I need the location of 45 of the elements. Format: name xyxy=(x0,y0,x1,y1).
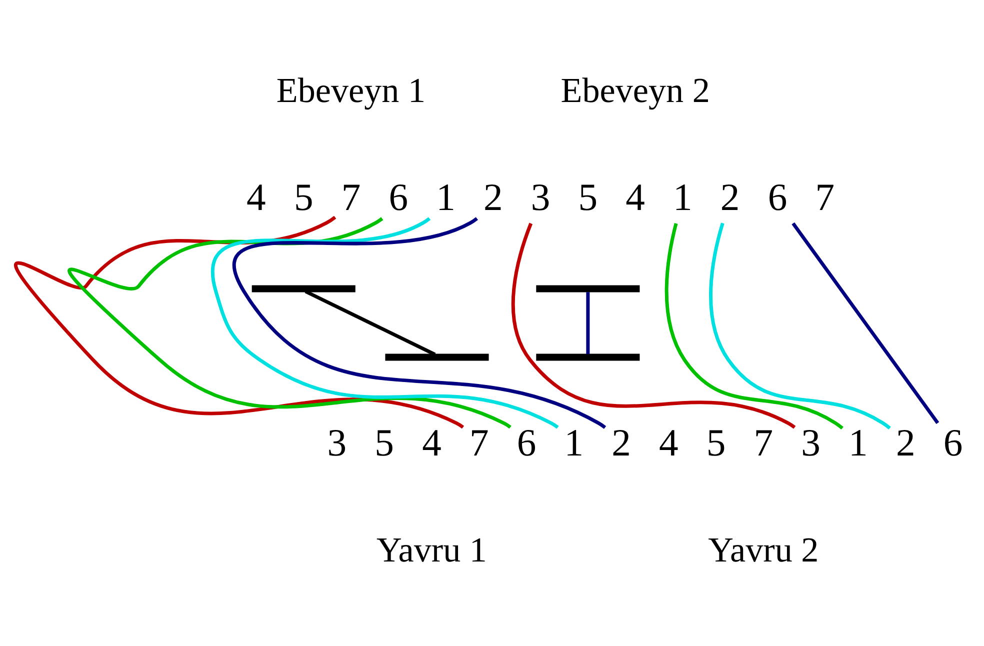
node-text: 3 xyxy=(801,422,820,465)
label: Yavru 1 xyxy=(376,530,487,570)
node-text: 5 xyxy=(294,176,314,219)
node-text: 1 xyxy=(564,422,584,465)
connector xyxy=(70,217,512,429)
node-text: 1 xyxy=(673,176,692,219)
node-text: 2 xyxy=(720,176,740,219)
connector xyxy=(233,217,606,429)
node-text: 6 xyxy=(943,422,963,465)
node-text: 6 xyxy=(516,422,536,465)
node-bar xyxy=(536,285,640,292)
node-text: 1 xyxy=(848,422,868,465)
connector xyxy=(15,216,464,429)
connector xyxy=(792,222,940,424)
label: Ebeveyn 2 xyxy=(560,70,710,110)
connector xyxy=(511,222,796,429)
connector xyxy=(586,292,590,354)
connector xyxy=(304,290,436,356)
node-text: 5 xyxy=(374,422,394,465)
node-text: 6 xyxy=(388,176,408,219)
connector xyxy=(211,217,559,429)
node-text: 7 xyxy=(754,422,774,465)
node-text: 2 xyxy=(612,422,631,465)
connector xyxy=(709,222,891,430)
node-text: 6 xyxy=(768,176,788,219)
node-text: 7 xyxy=(815,176,835,219)
node-text: 7 xyxy=(469,422,489,465)
node-text: 3 xyxy=(327,422,347,465)
node-text: 7 xyxy=(341,176,361,219)
node-text: 2 xyxy=(896,422,916,465)
node-text: 3 xyxy=(530,176,550,219)
node-text: 2 xyxy=(484,176,503,219)
node-bar xyxy=(536,354,640,361)
node-text: 5 xyxy=(578,176,598,219)
node-bar xyxy=(385,354,489,361)
node-text: 1 xyxy=(436,176,456,219)
node-text: 5 xyxy=(706,422,726,465)
label: Yavru 2 xyxy=(708,530,819,570)
label: Ebeveyn 1 xyxy=(276,70,426,110)
node-bar xyxy=(252,285,356,292)
node-text: 4 xyxy=(659,422,678,465)
node-text: 4 xyxy=(626,176,645,219)
node-text: 4 xyxy=(422,422,442,465)
node-text: 4 xyxy=(246,176,266,219)
connector xyxy=(664,223,844,430)
